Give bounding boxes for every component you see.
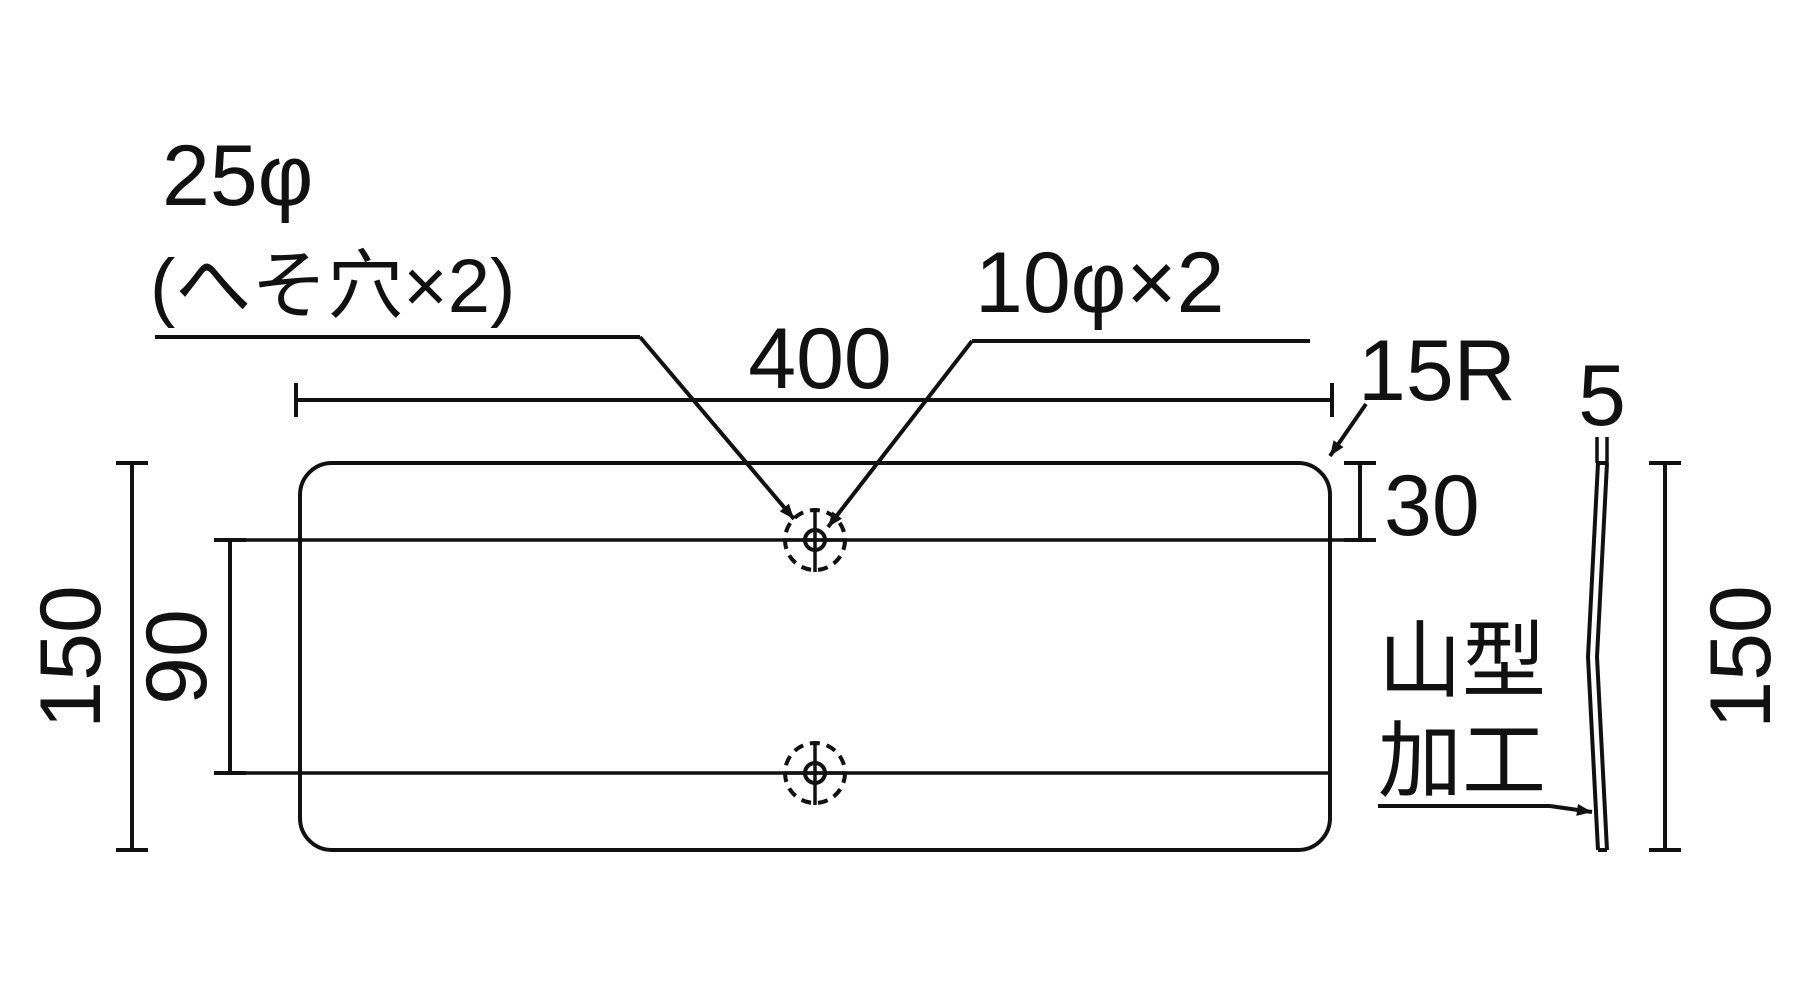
hole-offset-dimension-30: 30 [1344, 458, 1480, 554]
process-leader [1549, 803, 1593, 816]
process-label-line1: 山型 [1378, 614, 1546, 708]
chevron-process-callout: 山型 加工 [1378, 614, 1593, 816]
width-dimension-400: 400 [294, 311, 1334, 417]
hole-spacing-dimension-label: 90 [129, 609, 225, 705]
corner-radius-leader [1328, 402, 1368, 458]
thickness-dimension-5: 5 [1578, 348, 1626, 463]
navel-hole-note-label: (へそ穴×2) [150, 244, 515, 329]
thickness-dimension-label: 5 [1578, 348, 1626, 444]
right-height-dimension-label: 150 [1693, 585, 1789, 729]
corner-radius-callout-15R: 15R [1328, 323, 1516, 458]
navel-hole-diameter-label: 25φ [162, 128, 313, 224]
small-hole-leader [826, 339, 974, 529]
hole-offset-dimension-label: 30 [1384, 458, 1480, 554]
bottom-hole-marker [783, 741, 847, 805]
side-view-right-edge [1594, 462, 1609, 851]
plate-outline [298, 461, 1332, 852]
navel-hole-callout-25phi: 25φ (へそ穴×2) [150, 128, 796, 521]
side-view-left-edge [1585, 462, 1600, 851]
top-hole-marker [783, 508, 847, 572]
corner-radius-label: 15R [1358, 323, 1516, 419]
height-dimension-150-right: 150 [1649, 461, 1789, 852]
process-label-line2: 加工 [1378, 714, 1546, 808]
hole-spacing-dimension-90: 90 [129, 538, 246, 775]
navel-hole-leader [638, 335, 796, 521]
small-hole-diameter-label: 10φ×2 [975, 235, 1224, 331]
left-height-dimension-label: 150 [23, 585, 119, 729]
side-view [1585, 461, 1609, 852]
small-hole-callout-10phi: 10φ×2 [826, 235, 1310, 529]
width-dimension-label: 400 [748, 311, 892, 407]
height-dimension-150-left: 150 [23, 461, 148, 852]
